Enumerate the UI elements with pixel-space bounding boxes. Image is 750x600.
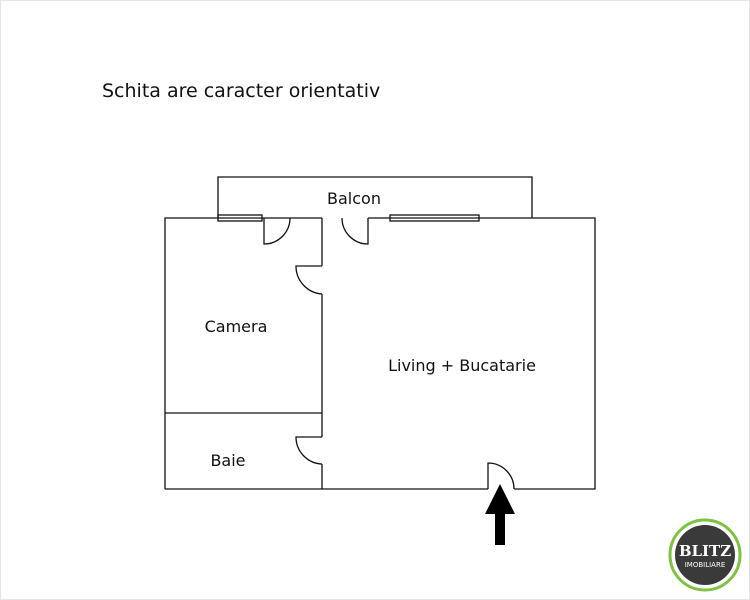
bedroom-door (295, 265, 323, 295)
bathroom-door (295, 436, 323, 465)
logo-text-main: BLITZ (679, 542, 731, 560)
logo-text-sub: IMOBILIARE (685, 561, 726, 569)
entrance-door (487, 462, 515, 490)
logo-disc (675, 525, 735, 585)
disclaimer-note: Schita are caracter orientativ (102, 80, 381, 102)
room-label-baie: Baie (210, 451, 245, 470)
outer-wall-left (164, 217, 218, 489)
room-label-living: Living + Bucatarie (388, 356, 536, 375)
balcony-door-living (341, 217, 369, 245)
room-label-camera: Camera (205, 317, 268, 336)
outer-wall-right (479, 217, 596, 490)
balcony-outline (217, 176, 533, 218)
balcony-door-bedroom (263, 217, 291, 245)
blitz-logo: BLITZ IMOBILIARE (668, 518, 742, 592)
entrance-arrow-icon (485, 484, 515, 545)
room-label-balcon: Balcon (327, 189, 381, 208)
